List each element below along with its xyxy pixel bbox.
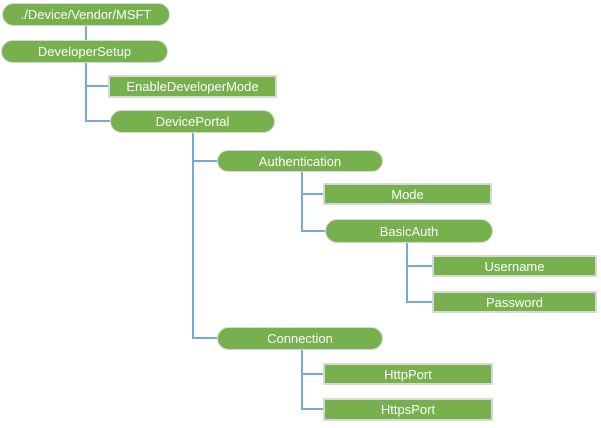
node-connection: Connection <box>217 327 383 350</box>
node-enabledevelopermode: EnableDeveloperMode <box>108 75 277 98</box>
node-root-path: ./Device/Vendor/MSFT <box>2 3 170 26</box>
connector-branch-password <box>406 301 432 303</box>
node-httpsport: HttpsPort <box>323 398 493 421</box>
node-username: Username <box>432 255 597 277</box>
node-password: Password <box>432 291 597 313</box>
node-authentication: Authentication <box>217 150 383 172</box>
connector-branch-authentication <box>192 160 217 162</box>
connector-branch-mode <box>301 193 323 195</box>
connector-branch-basicauth <box>301 230 325 232</box>
connector-branch-httpport <box>301 373 323 375</box>
connector-branch-enabledevelopermode <box>85 85 108 87</box>
connector-connection-trunk <box>301 350 303 410</box>
connector-branch-username <box>406 265 432 267</box>
node-httpport: HttpPort <box>323 363 493 385</box>
connector-root-to-developersetup <box>85 26 87 40</box>
connector-basicauth-trunk <box>406 243 408 303</box>
connector-branch-connection <box>192 337 217 339</box>
node-deviceportal: DevicePortal <box>110 110 275 133</box>
node-developersetup: DeveloperSetup <box>1 40 168 63</box>
connector-branch-deviceportal <box>85 120 110 122</box>
node-basicauth: BasicAuth <box>325 219 493 243</box>
connector-authentication-trunk <box>301 172 303 231</box>
connector-deviceportal-trunk <box>192 133 194 339</box>
connector-branch-httpsport <box>301 408 323 410</box>
connector-developersetup-trunk <box>85 63 87 122</box>
node-mode: Mode <box>323 183 492 205</box>
